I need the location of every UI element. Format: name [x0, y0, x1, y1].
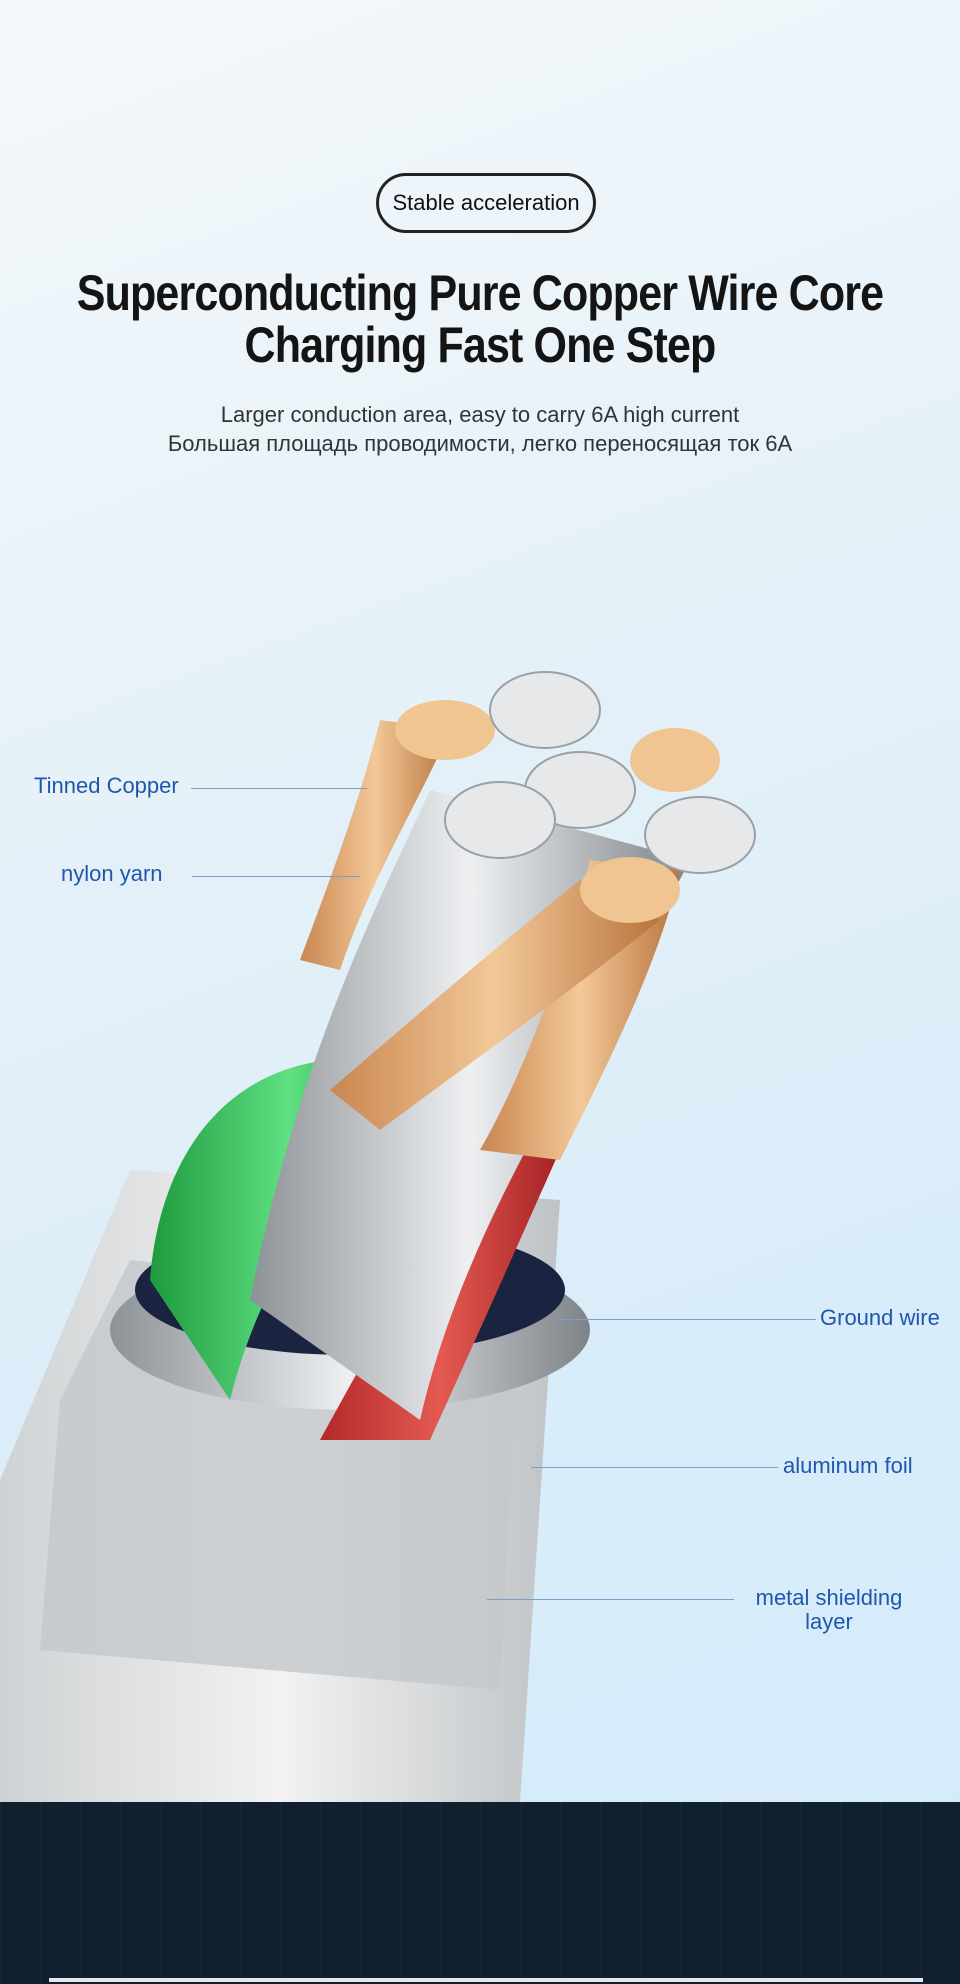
leader-line — [191, 788, 367, 789]
label-metal-shielding-2: layer — [805, 1609, 853, 1634]
label-metal-shielding-1: metal shielding — [755, 1585, 903, 1610]
footer-dark-band — [0, 1802, 960, 1984]
copper-core — [330, 880, 660, 1130]
tinned-copper-wire — [300, 720, 450, 970]
headline-line-1: Superconducting Pure Copper Wire Core — [76, 265, 884, 321]
leader-line — [192, 876, 360, 877]
leader-line — [531, 1467, 778, 1468]
label-aluminum-foil: aluminum foil — [783, 1453, 913, 1478]
footer-divider — [49, 1978, 923, 1982]
subtitle-russian: Большая площадь проводимости, легко пере… — [167, 431, 793, 456]
leader-line — [557, 1319, 816, 1320]
cable-cross-section-illustration — [0, 671, 756, 1802]
leader-line — [487, 1599, 734, 1600]
label-nylon-yarn: nylon yarn — [61, 861, 163, 886]
headline-line-2: Charging Fast One Step — [244, 317, 717, 373]
label-ground-wire: Ground wire — [820, 1305, 940, 1330]
subtitle-english: Larger conduction area, easy to carry 6A… — [220, 402, 740, 427]
stable-acceleration-badge: Stable acceleration — [376, 173, 596, 233]
label-tinned-copper: Tinned Copper — [34, 773, 179, 798]
